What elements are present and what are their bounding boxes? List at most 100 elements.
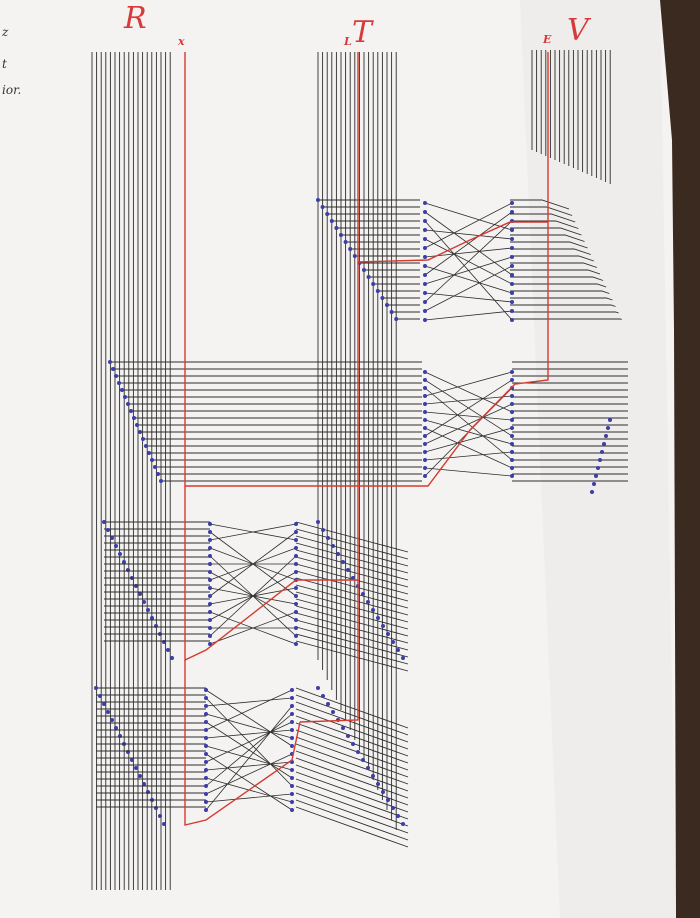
block-lower-node: [294, 522, 298, 526]
block-bottom-cross: [205, 705, 293, 811]
block-bottom-node: [290, 744, 294, 748]
block-bottom-node: [331, 710, 335, 714]
block-lower-cross: [209, 555, 297, 637]
block-bottom-node: [290, 808, 294, 812]
block-lower-node: [396, 648, 400, 652]
signal-path-bottom: [184, 660, 301, 826]
block-lower-node: [294, 562, 298, 566]
block-top-node: [423, 210, 427, 214]
block-bottom-node: [290, 704, 294, 708]
block-bottom-cross: [205, 753, 293, 795]
block-middle-node: [423, 442, 427, 446]
signal-path-l-down: [299, 262, 359, 723]
block-top-node: [316, 198, 320, 202]
block-top-cross: [424, 256, 513, 285]
block-top-node: [510, 255, 514, 259]
block-bottom-cross: [205, 697, 293, 707]
paper-sheet: [0, 0, 676, 918]
block-bottom-node: [371, 774, 375, 778]
block-top-node: [510, 318, 514, 322]
block-top-node: [423, 264, 427, 268]
block-lower-node: [170, 656, 174, 660]
block-middle-node: [510, 402, 514, 406]
block-lower-node: [294, 538, 298, 542]
block-bottom-node: [376, 782, 380, 786]
block-bottom-cross: [205, 713, 293, 739]
block-top-cross: [424, 211, 513, 276]
block-middle-node: [510, 466, 514, 470]
block-bottom-node: [290, 784, 294, 788]
block-middle-node: [423, 402, 427, 406]
block-bottom-node: [351, 742, 355, 746]
block-lower-node: [208, 554, 212, 558]
block-middle-node: [135, 423, 139, 427]
block-bottom-line-right: [295, 764, 409, 806]
block-bottom-node: [98, 694, 102, 698]
block-middle-node: [510, 418, 514, 422]
block-top-cross: [424, 265, 513, 294]
block-bottom-cross: [205, 713, 293, 787]
crossbar-block-bottom: [94, 686, 409, 848]
block-middle-node: [423, 434, 427, 438]
block-bottom-node: [381, 790, 385, 794]
block-bottom-node: [316, 686, 320, 690]
block-lower-node: [208, 546, 212, 550]
block-middle-node: [598, 458, 602, 462]
block-bottom-node: [356, 750, 360, 754]
signal-path-l-to-e: [357, 52, 548, 263]
block-lower-node: [294, 634, 298, 638]
block-lower-node: [386, 632, 390, 636]
block-top-cross: [424, 265, 513, 312]
block-lower-node: [294, 546, 298, 550]
block-middle-node: [596, 466, 600, 470]
block-middle-node: [592, 482, 596, 486]
block-middle-node: [423, 458, 427, 462]
block-top-node: [320, 205, 325, 209]
block-middle-node: [153, 465, 157, 469]
block-bottom-cross: [205, 793, 293, 803]
block-top-line-right: [510, 206, 573, 216]
block-top-node: [423, 201, 427, 205]
paper-shade: [520, 0, 676, 918]
block-bottom-node: [401, 822, 405, 826]
block-middle-node: [117, 381, 121, 385]
block-middle-node: [510, 426, 514, 430]
block-lower-node: [401, 656, 405, 660]
block-middle-node: [150, 458, 154, 462]
block-middle-node: [147, 451, 151, 455]
block-lower-node: [326, 536, 330, 540]
block-middle-node: [423, 466, 427, 470]
block-bottom-node: [290, 720, 294, 724]
block-bottom-node: [290, 688, 294, 692]
block-middle-node: [114, 374, 118, 378]
block-lower-node: [294, 586, 298, 590]
block-top-node: [510, 282, 514, 286]
block-bottom-line-right: [295, 701, 409, 743]
block-lower-line-right: [295, 633, 409, 665]
block-lower-node: [208, 522, 212, 526]
block-top-node: [510, 210, 514, 214]
block-middle-node: [156, 472, 160, 476]
block-middle-node: [602, 442, 606, 446]
block-lower-line-right: [295, 598, 409, 630]
block-bottom-node: [204, 736, 208, 740]
label-r: R: [124, 1, 147, 36]
block-middle-node: [120, 388, 124, 392]
block-bottom-node: [114, 726, 118, 730]
column-v: [531, 50, 611, 184]
block-lower-node: [146, 608, 150, 612]
block-top-node: [510, 300, 514, 304]
block-bottom-line-right: [295, 799, 409, 841]
block-bottom-line-right: [295, 687, 409, 729]
block-top-node: [375, 289, 380, 293]
block-lower-node: [376, 616, 380, 620]
block-lower-node: [102, 520, 106, 524]
block-middle-node: [126, 402, 130, 406]
block-bottom-node: [290, 712, 294, 716]
block-top-line-right: [510, 269, 601, 275]
block-top-line-right: [510, 199, 570, 210]
block-top-node: [510, 273, 514, 277]
block-middle-cross: [424, 379, 513, 437]
margin-note-2: t: [2, 57, 7, 71]
block-top-node: [325, 212, 330, 216]
